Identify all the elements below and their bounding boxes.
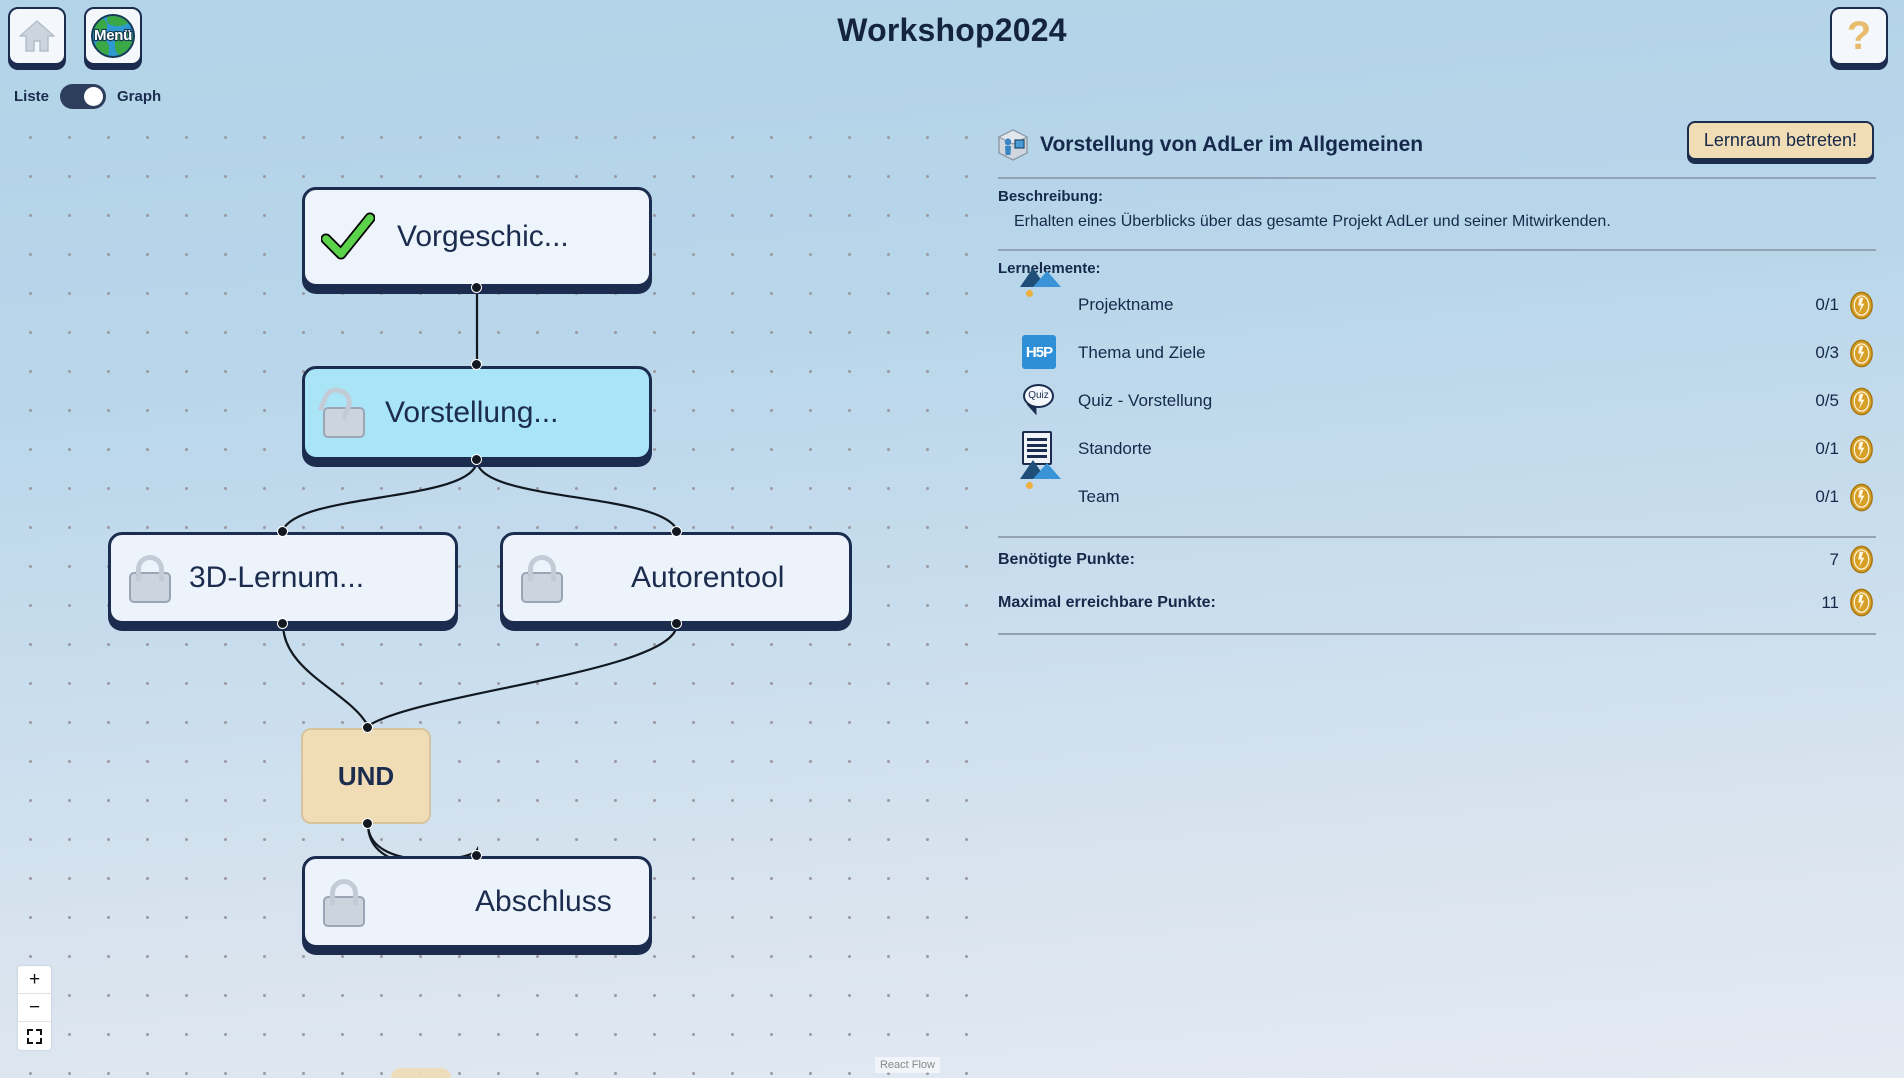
node-handle[interactable] <box>471 282 482 293</box>
lock-icon <box>321 877 367 927</box>
detail-panel: Vorstellung von AdLer im Allgemeinen Ler… <box>982 112 1892 1078</box>
enter-room-button[interactable]: Lernraum betreten! <box>1686 121 1874 160</box>
lock-icon <box>127 553 173 603</box>
graph-node-label: Autorentool <box>631 561 785 594</box>
image-icon <box>1020 460 1061 515</box>
element-score: 0/1 <box>1815 439 1839 458</box>
node-handle[interactable] <box>671 618 682 629</box>
required-points-row: Benötigte Punkte: 7 <box>982 538 1892 581</box>
graph-logic-node-und[interactable]: UND <box>301 728 431 824</box>
node-handle[interactable] <box>362 722 373 733</box>
help-button[interactable]: ? <box>1830 7 1888 65</box>
coin-icon <box>1850 545 1873 574</box>
lock-icon <box>519 553 565 603</box>
toggle-label-graph: Graph <box>117 88 162 105</box>
element-score: 0/3 <box>1815 343 1839 362</box>
required-points-label: Benötigte Punkte: <box>998 550 1135 568</box>
graph-node-offscreen-partial[interactable] <box>391 1068 451 1078</box>
graph-zoom-controls: + − <box>18 966 51 1050</box>
graph-canvas[interactable]: Vorgeschic... Vorstellung... 3D-Lernum..… <box>0 112 980 1078</box>
element-score: 0/1 <box>1815 487 1839 506</box>
node-handle[interactable] <box>471 454 482 465</box>
open-lock-icon <box>317 383 367 438</box>
graph-node-3d-lernumgebung[interactable]: 3D-Lernum... <box>108 532 458 624</box>
node-handle[interactable] <box>471 359 482 370</box>
page-title: Workshop2024 <box>837 12 1067 48</box>
list-item[interactable]: H5P Thema und Ziele 0/3 <box>998 329 1876 377</box>
coin-icon <box>1850 339 1873 367</box>
check-icon <box>321 212 375 262</box>
divider <box>998 177 1876 179</box>
logic-node-label: UND <box>337 760 395 791</box>
coin-icon <box>1850 435 1873 463</box>
top-bar: Menü Workshop2024 ? <box>0 0 1904 80</box>
element-name: Thema und Ziele <box>1078 343 1206 362</box>
quiz-icon: Quiz <box>1022 383 1058 419</box>
zoom-in-button[interactable]: + <box>18 966 51 994</box>
react-flow-attribution[interactable]: React Flow <box>874 1057 940 1073</box>
text-icon <box>1022 431 1058 467</box>
view-toggle-switch[interactable] <box>60 84 107 109</box>
zoom-out-button[interactable]: − <box>18 994 51 1022</box>
divider <box>998 633 1876 635</box>
globe-icon: Menü <box>91 14 135 58</box>
element-name: Standorte <box>1078 439 1152 458</box>
node-handle[interactable] <box>277 618 288 629</box>
element-name: Quiz - Vorstellung <box>1078 391 1213 410</box>
element-score: 0/5 <box>1815 391 1839 410</box>
image-icon <box>1020 268 1061 323</box>
node-handle[interactable] <box>471 850 482 861</box>
node-handle[interactable] <box>362 818 373 829</box>
divider <box>998 249 1876 251</box>
detail-title: Vorstellung von AdLer im Allgemeinen <box>1040 133 1424 156</box>
max-points-value: 11 <box>1821 592 1839 612</box>
question-mark-icon: ? <box>1846 14 1872 58</box>
graph-node-vorstellung[interactable]: Vorstellung... <box>302 366 652 460</box>
learning-elements-list: Projektname 0/1 H5P Thema und Ziele 0/3 <box>982 268 1892 527</box>
description-label: Beschreibung: <box>998 188 1104 205</box>
detail-header: Vorstellung von AdLer im Allgemeinen Ler… <box>982 112 1892 168</box>
coin-icon <box>1850 291 1873 319</box>
toggle-knob <box>84 87 104 106</box>
node-handle[interactable] <box>671 526 682 537</box>
elements-label: Lernelemente: <box>998 260 1101 277</box>
element-name: Projektname <box>1078 295 1174 314</box>
graph-node-label: 3D-Lernum... <box>189 561 365 594</box>
graph-node-label: Abschluss <box>475 885 612 918</box>
element-score: 0/1 <box>1815 295 1839 314</box>
list-item[interactable]: Standorte 0/1 <box>998 425 1876 473</box>
fit-view-button[interactable] <box>18 1022 51 1050</box>
fit-view-icon <box>27 1028 42 1044</box>
graph-node-abschluss[interactable]: Abschluss <box>302 856 652 948</box>
h5p-icon: H5P <box>1022 335 1058 371</box>
coin-icon <box>1850 588 1873 617</box>
max-points-row: Maximal erreichbare Punkte: 11 <box>982 581 1892 624</box>
graph-node-vorgeschichte[interactable]: Vorgeschic... <box>302 187 652 287</box>
divider <box>998 536 1876 538</box>
view-toggle: Liste Graph <box>14 84 161 109</box>
description-text: Erhalten eines Überblicks über das gesam… <box>1014 213 1611 230</box>
coin-icon <box>1850 387 1873 415</box>
max-points-label: Maximal erreichbare Punkte: <box>998 593 1216 611</box>
home-button[interactable] <box>8 7 66 65</box>
coin-icon <box>1850 483 1873 511</box>
graph-node-label: Vorstellung... <box>385 396 559 429</box>
required-points-value: 7 <box>1829 549 1839 569</box>
menu-button-label: Menü <box>93 26 133 45</box>
element-name: Team <box>1078 487 1120 506</box>
list-item[interactable]: Quiz Quiz - Vorstellung 0/5 <box>998 377 1876 425</box>
home-icon <box>19 20 55 52</box>
list-item[interactable]: Team 0/1 <box>998 460 1876 521</box>
learning-room-icon <box>997 129 1029 161</box>
graph-node-label: Vorgeschic... <box>397 220 569 253</box>
list-item[interactable]: Projektname 0/1 <box>998 268 1876 329</box>
graph-node-autorentool[interactable]: Autorentool <box>500 532 852 624</box>
node-handle[interactable] <box>277 526 288 537</box>
menu-button[interactable]: Menü <box>84 7 142 65</box>
toggle-label-liste: Liste <box>14 88 50 105</box>
